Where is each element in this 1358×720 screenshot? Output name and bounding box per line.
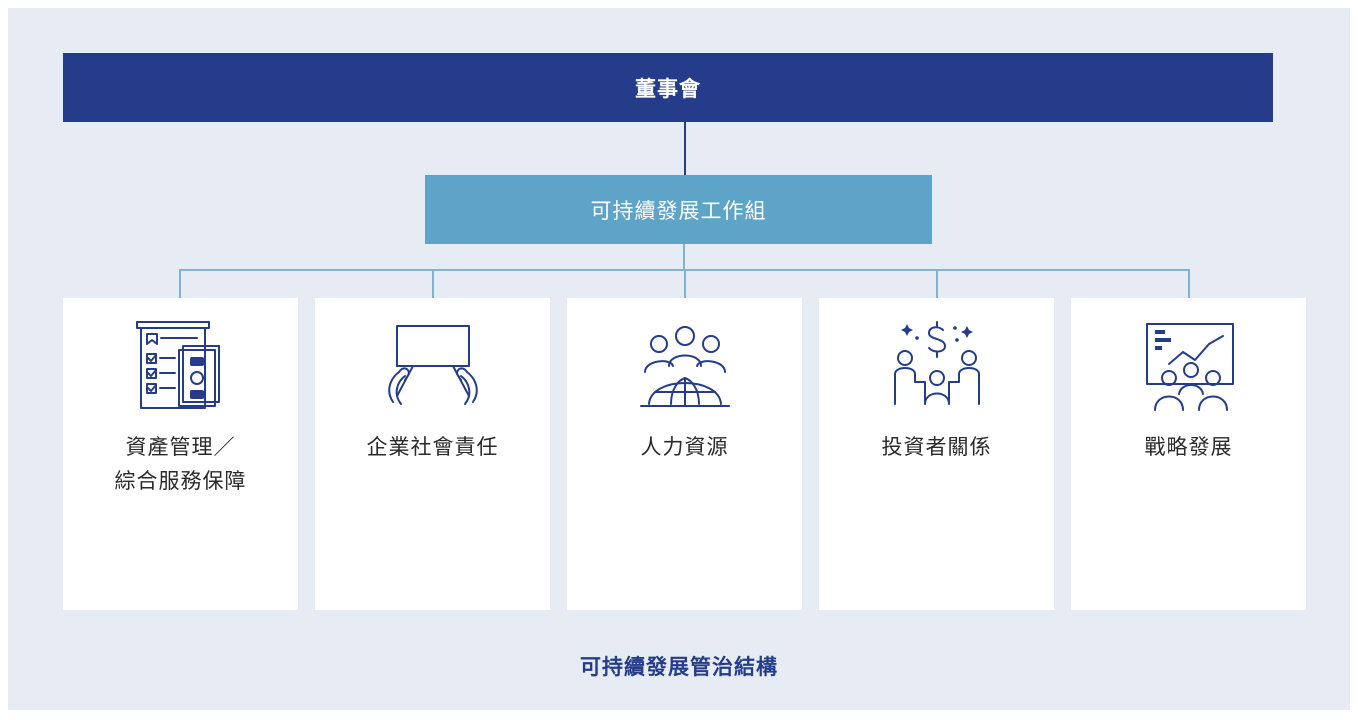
investor-meeting-icon: [894, 321, 980, 405]
connector-drop-3: [684, 269, 686, 298]
workgroup-label: 可持續發展工作組: [590, 198, 767, 223]
department-label: 資產管理／ 綜合服務保障: [114, 435, 247, 493]
department-label: 人力資源: [640, 435, 729, 459]
board-box: 董事會: [63, 53, 1273, 122]
workgroup-box: 可持續發展工作組: [425, 175, 932, 244]
department-card-csr: 企業社會責任: [315, 298, 550, 610]
department-label: 投資者關係: [881, 435, 992, 459]
helping-hands-icon: [388, 325, 478, 405]
connector-drop-2: [432, 269, 434, 298]
department-label: 企業社會責任: [366, 435, 499, 459]
department-card-strategy: 戰略發展: [1071, 298, 1306, 610]
department-card-asset-management: 資產管理／ 綜合服務保障: [63, 298, 298, 610]
department-card-investor-relations: 投資者關係: [819, 298, 1054, 610]
department-card-human-resources: 人力資源: [567, 298, 802, 610]
connector-workgroup-branch: [683, 244, 685, 270]
department-label: 戰略發展: [1144, 435, 1233, 459]
diagram-caption: 可持續發展管治結構: [580, 655, 778, 679]
strategy-presentation-icon: [1146, 323, 1234, 411]
connector-drop-1: [179, 269, 181, 298]
asset-checklist-icon: [136, 321, 220, 409]
connector-drop-5: [1188, 269, 1190, 298]
connector-drop-4: [936, 269, 938, 298]
connector-board-workgroup: [684, 122, 686, 175]
board-label: 董事會: [635, 76, 701, 101]
people-globe-icon: [640, 326, 730, 407]
